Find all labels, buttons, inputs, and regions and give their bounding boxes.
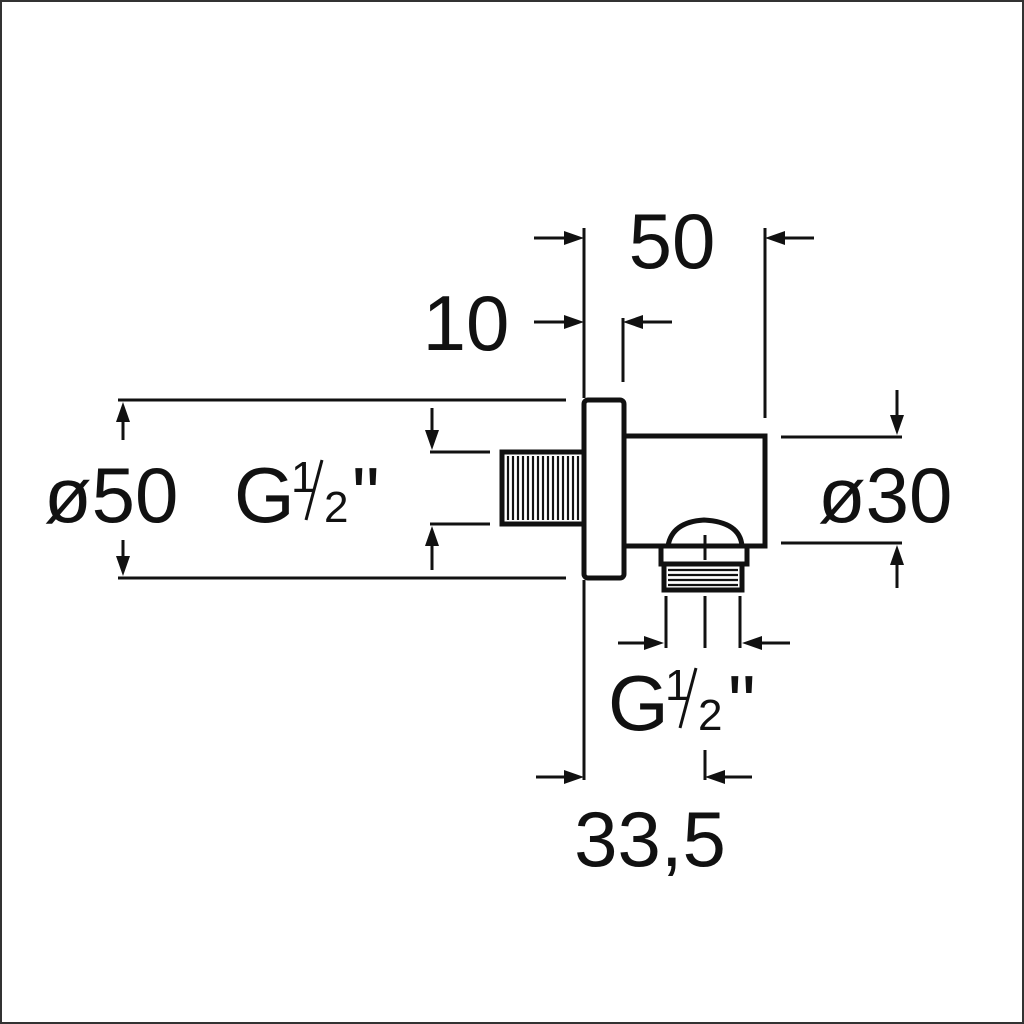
outlet-thread-suffix: " [728, 659, 756, 747]
inlet-thread-suffix: " [352, 451, 380, 539]
inlet-thread-denominator: 2 [324, 483, 348, 532]
dimension-lines [116, 228, 904, 784]
outlet-thread-numerator: 1 [665, 661, 689, 710]
outlet-thread-fraction-bar [678, 667, 698, 729]
dimension-labels: 50 10 ø50 G 1 2 " ø30 G 1 2 " 33,5 [44, 197, 952, 883]
outlet-thread-prefix: G [608, 659, 669, 747]
outlet-thread-denominator: 2 [698, 691, 722, 740]
inlet-thread-prefix: G [234, 451, 295, 539]
outlet-dome [665, 517, 745, 549]
inlet-thread-hatch [506, 456, 580, 520]
wall-outlet-part [499, 397, 768, 593]
inlet-thread-fraction-bar [304, 459, 324, 521]
wall-flange [581, 397, 627, 581]
dim-overall-length: 50 [629, 197, 716, 285]
dim-flange-diameter: ø50 [44, 451, 178, 539]
dim-outlet-thread: G 1 2 " [608, 659, 756, 747]
outlet-thread-hatch [668, 568, 738, 587]
dim-flange-thickness: 10 [423, 279, 510, 367]
dim-outlet-offset: 33,5 [574, 795, 726, 883]
inlet-thread-numerator: 1 [291, 453, 315, 502]
dim-body-diameter: ø30 [818, 451, 952, 539]
dim-inlet-thread: G 1 2 " [234, 451, 380, 539]
